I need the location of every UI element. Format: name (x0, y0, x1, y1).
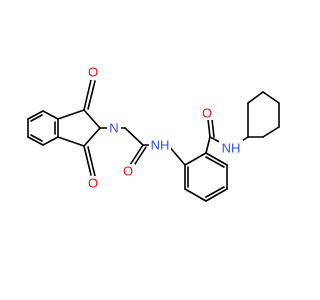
amide1-carbonyl (129, 144, 147, 168)
atom-nh-amide2: NH (219, 140, 243, 156)
atom-o-bottom-label: O (88, 176, 98, 191)
imide-carbonyl-bottom (83, 145, 96, 177)
amide2-carbonyl (207, 118, 215, 138)
atom-o-bottom: O (86, 176, 100, 191)
atom-n-imide-label: N (109, 121, 118, 136)
atom-o-amide1: O (121, 164, 135, 179)
molecule-canvas: O O N O NH O NH (27, 65, 280, 202)
molecule-structure: O O N O NH O NH (27, 65, 280, 202)
atom-o-top: O (86, 65, 100, 80)
atom-nh-amide2-label: NH (222, 141, 241, 156)
atom-o-amide2-label: O (202, 106, 212, 121)
cyclohexyl-ring (247, 91, 280, 138)
atom-o-top-label: O (88, 65, 98, 80)
phthalimide-benzene-ring (27, 110, 59, 146)
atom-nh-amide1-label: NH (151, 138, 170, 153)
atom-o-amide2: O (200, 105, 214, 121)
imide-carbonyl-top (83, 79, 96, 111)
atom-nh-amide1: NH (149, 137, 171, 153)
imide-ring (57, 109, 101, 147)
central-benzene-ring (184, 152, 228, 202)
atom-n-imide: N (107, 120, 121, 136)
atom-o-amide1-label: O (123, 164, 133, 179)
